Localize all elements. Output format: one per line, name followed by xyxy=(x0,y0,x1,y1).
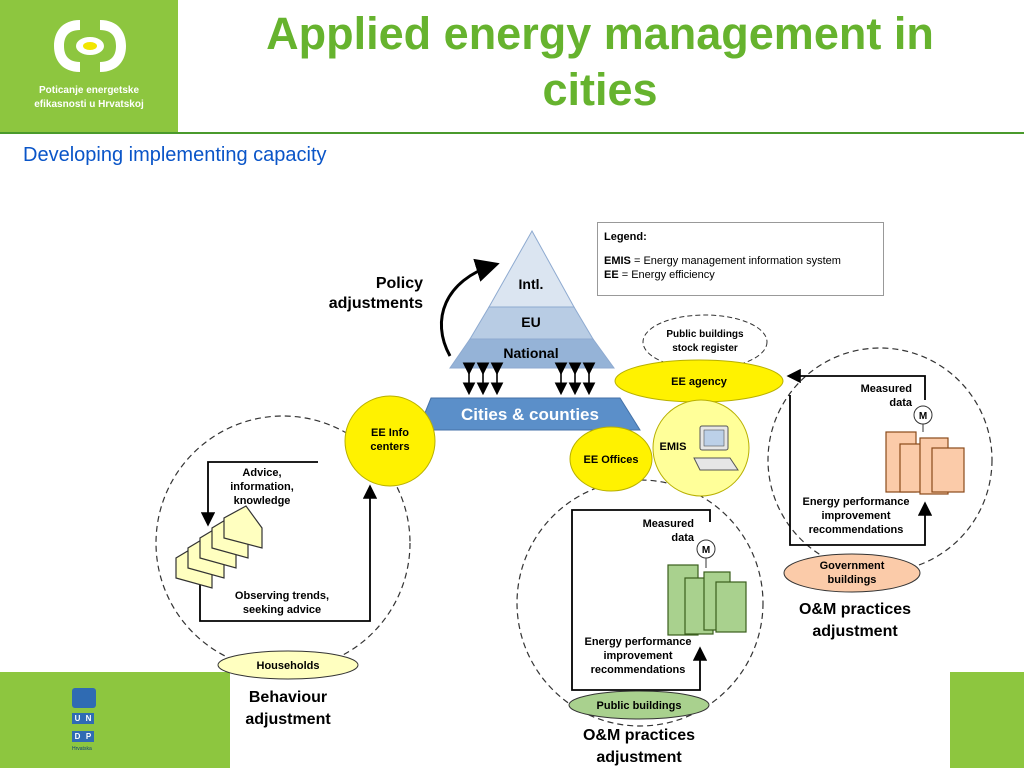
logo-text: Poticanje energetske efikasnosti u Hrvat… xyxy=(0,84,178,112)
government-recommendations-label: Energy performance xyxy=(803,496,910,508)
policy-curved-arrow xyxy=(440,258,500,357)
pyramid-level-intl xyxy=(488,229,575,308)
undp-letter: D xyxy=(72,731,83,742)
legend-entry-emis: EMIS = Energy management information sys… xyxy=(604,254,877,268)
public-cycle-arrow xyxy=(571,509,711,691)
undp-letter: N xyxy=(83,713,94,724)
public-measured-label: Measured xyxy=(643,518,694,530)
un-emblem-icon xyxy=(72,688,96,708)
energy-logo-icon xyxy=(54,20,126,72)
legend-text: = Energy efficiency xyxy=(618,269,715,281)
households-badge xyxy=(217,650,359,680)
houses-icon xyxy=(175,505,263,589)
public-recommendations-label: Energy performance xyxy=(585,636,692,648)
advice-label: Advice, xyxy=(242,467,281,479)
ee-info-label: centers xyxy=(370,441,409,453)
households-badge-label: Households xyxy=(257,660,320,672)
pyramid-label-eu: EU xyxy=(521,314,540,330)
behaviour-caption: adjustment xyxy=(245,711,331,728)
advice-label: information, xyxy=(230,481,294,493)
computer-icon xyxy=(693,425,739,471)
stock-register-label: Public buildings xyxy=(666,329,744,340)
households-cycle-circle xyxy=(155,415,411,671)
government-caption: O&M practices xyxy=(799,601,911,618)
public-meter-label: M xyxy=(702,545,710,556)
page-title: Applied energy management in cities xyxy=(266,8,934,115)
households-feedback-arrow xyxy=(199,484,378,622)
government-data-arrow xyxy=(786,368,926,400)
public-cycle-circle xyxy=(516,479,764,727)
public-buildings-badge-label: Public buildings xyxy=(597,700,682,712)
ee-offices-node xyxy=(569,426,653,492)
behaviour-caption: Behaviour xyxy=(249,689,327,706)
government-buildings-icon xyxy=(885,431,965,495)
public-recommendations-label: improvement xyxy=(603,650,672,662)
double-arrows-group xyxy=(462,362,596,396)
header-divider xyxy=(0,132,1024,134)
footer-panel-right xyxy=(950,672,1024,768)
households-advice-arrow xyxy=(200,461,318,527)
government-meter-label: M xyxy=(919,411,927,422)
public-measured-label: data xyxy=(671,532,695,544)
policy-label: adjustments xyxy=(329,295,423,312)
advice-label: knowledge xyxy=(234,495,291,507)
logo-text-line: efikasnosti u Hrvatskoj xyxy=(34,99,144,110)
cities-counties-label: Cities & counties xyxy=(461,405,599,424)
public-buildings-badge xyxy=(568,690,710,720)
government-buildings-badge xyxy=(783,553,921,593)
observing-label: seeking advice xyxy=(243,604,321,616)
pyramid-label-intl: Intl. xyxy=(519,276,544,292)
ee-info-label: EE Info xyxy=(371,427,409,439)
ee-offices-label: EE Offices xyxy=(583,454,638,466)
footer-panel-mid xyxy=(160,672,230,768)
government-badge-label: Government xyxy=(820,560,885,572)
government-badge-label: buildings xyxy=(828,574,877,586)
page-subtitle: Developing implementing capacity xyxy=(23,144,327,166)
pyramid-level-national xyxy=(449,338,615,369)
government-recommendations-label: recommendations xyxy=(809,524,904,536)
pyramid-label-national: National xyxy=(503,345,558,361)
observing-label: Observing trends, xyxy=(235,590,329,602)
stock-register-label: stock register xyxy=(672,343,738,354)
ee-agency-label: EE agency xyxy=(671,376,728,388)
policy-label: Policy xyxy=(376,275,423,292)
public-caption: O&M practices xyxy=(583,727,695,744)
legend-abbr: EE xyxy=(604,269,619,281)
public-caption: adjustment xyxy=(596,749,682,766)
legend-abbr: EMIS xyxy=(604,255,631,267)
government-feedback-arrow xyxy=(789,395,933,546)
legend-text: = Energy management information system xyxy=(630,255,841,267)
logo-panel: Poticanje energetske efikasnosti u Hrvat… xyxy=(0,0,178,133)
public-recommendations-label: recommendations xyxy=(591,664,686,676)
undp-letter: P xyxy=(83,731,94,742)
legend-box: Legend: EMIS = Energy management informa… xyxy=(597,222,884,296)
legend-title: Legend: xyxy=(604,231,647,243)
emis-label: EMIS xyxy=(660,441,687,453)
public-buildings-icon xyxy=(667,564,747,636)
government-measured-label: Measured xyxy=(861,383,912,395)
logo-text-line: Poticanje energetske xyxy=(38,85,140,96)
government-measured-label: data xyxy=(889,397,913,409)
undp-letter: U xyxy=(72,713,83,724)
ee-info-centers-node xyxy=(344,395,436,487)
government-recommendations-label: improvement xyxy=(821,510,890,522)
undp-subtext: Hrvatska xyxy=(72,746,92,752)
government-caption: adjustment xyxy=(812,623,898,640)
legend-entry-ee: EE = Energy efficiency xyxy=(604,268,877,282)
